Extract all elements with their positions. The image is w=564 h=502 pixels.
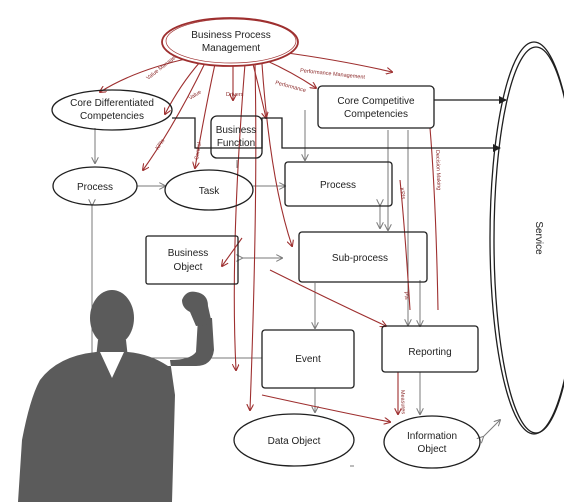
core-competitive-competencies-node: Core Competitive Competencies <box>317 85 435 129</box>
task-label: Task <box>199 186 221 197</box>
business-function-label-line1: Business <box>216 125 257 136</box>
label-pis: PIs <box>402 291 409 300</box>
core-differentiated-competencies-node: Core Differentiated Competencies <box>51 89 173 131</box>
business-object-label-line1: Business <box>168 248 209 259</box>
label-decision-making: Decision Making <box>434 150 441 191</box>
presenter-silhouette-icon <box>18 290 214 502</box>
data-object-node: Data Object <box>233 413 355 467</box>
label-kpis-right: KPIs <box>398 187 406 200</box>
label-measures: Measures <box>399 390 406 415</box>
core-diff-label-line1: Core Differentiated <box>70 98 154 109</box>
information-object-label-line2: Object <box>418 444 447 455</box>
sub-process-label: Sub-process <box>332 253 388 264</box>
core-comp-label-line1: Core Competitive <box>337 96 415 107</box>
label-value: Value <box>188 89 203 101</box>
sub-process-node: Sub-process <box>298 231 428 283</box>
reporting-label: Reporting <box>408 347 451 358</box>
reporting-node: Reporting <box>381 325 479 373</box>
label-performance-management: Performance Management <box>300 68 366 81</box>
process-left-label: Process <box>77 182 113 193</box>
service-label: Service <box>533 221 544 255</box>
core-diff-label-line2: Competencies <box>80 111 144 122</box>
process-center-node: Process <box>284 161 393 207</box>
label-drivers: Drivers <box>226 92 244 98</box>
task-node: Task <box>164 169 254 211</box>
information-object-label-line1: Information <box>407 431 457 442</box>
event-label: Event <box>295 354 321 365</box>
business-function-node: Business Function <box>210 115 263 159</box>
label-kpis: KPIs <box>155 138 167 151</box>
business-object-label-line2: Object <box>174 262 203 273</box>
service-node: Service <box>489 41 564 435</box>
business-object-node: Business Object <box>145 235 239 285</box>
core-comp-label-line2: Competencies <box>344 109 408 120</box>
information-object-node: Information Object <box>383 415 481 469</box>
bpm-label-line1: Business Process <box>191 30 270 41</box>
event-node: Event <box>261 329 355 389</box>
bpm-label-line2: Management <box>202 43 261 54</box>
business-process-management-node: Business Process Management <box>161 17 299 67</box>
process-center-label: Process <box>320 180 356 191</box>
label-performance: Performance <box>274 80 306 94</box>
data-object-label: Data Object <box>268 436 321 447</box>
business-function-label-line2: Function <box>217 138 255 149</box>
process-left-node: Process <box>52 166 138 206</box>
red-connectors <box>100 51 439 422</box>
label-control: Control <box>194 142 203 161</box>
